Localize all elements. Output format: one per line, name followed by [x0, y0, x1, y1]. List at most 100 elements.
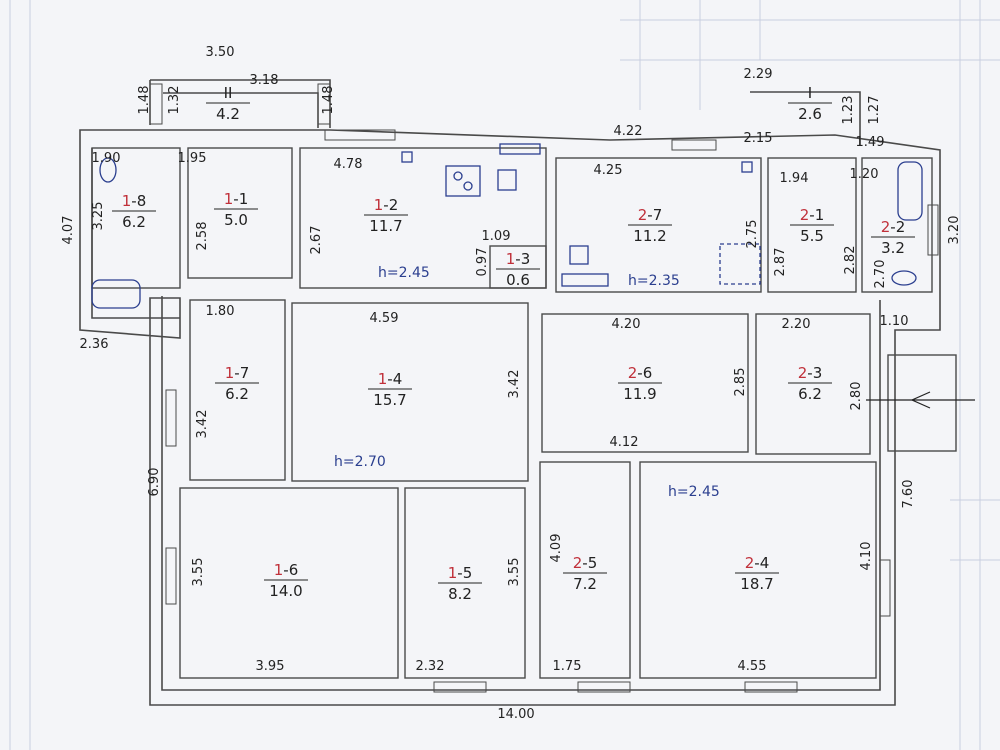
window: [577, 681, 631, 693]
dimension-label: 1.94: [780, 171, 809, 186]
dimension-label: 3.50: [206, 45, 235, 60]
dimension-label: 2.82: [843, 246, 858, 275]
sink-icon: [741, 161, 753, 173]
dimension-label: 7.60: [901, 480, 916, 509]
dimension-label: 4.25: [594, 163, 623, 178]
window: [879, 559, 891, 617]
room-area-1-3: 0.6: [506, 271, 530, 289]
toilet-icon: [891, 270, 917, 286]
dimension-label: 2.32: [416, 659, 445, 674]
room-number-1-3: 1-3: [506, 250, 531, 268]
dimension-label: 1.27: [867, 96, 882, 125]
room-number-1-5: 1-5: [448, 564, 473, 582]
room-number-1-4: 1-4: [378, 370, 403, 388]
dimension-label: 2.80: [849, 382, 864, 411]
dimension-label: 4.20: [612, 317, 641, 332]
dimension-label: 2.15: [744, 131, 773, 146]
window: [927, 204, 939, 256]
room-area-1-8: 6.2: [122, 213, 146, 231]
room-area-II: 4.2: [216, 105, 240, 123]
dimension-label: 1.32: [167, 86, 182, 115]
dimension-label: 3.25: [91, 202, 106, 231]
room-number-1-7: 1-7: [225, 364, 250, 382]
dimension-label: 1.90: [92, 151, 121, 166]
room-number-2-1: 2-1: [800, 206, 825, 224]
window: [671, 139, 717, 151]
dimension-label: 1.80: [206, 304, 235, 319]
bathtub-icon: [897, 161, 923, 221]
dimension-label: 3.42: [195, 410, 210, 439]
fixtures: [91, 143, 923, 309]
dimension-label: 4.09: [549, 534, 564, 563]
dimension-label: 1.23: [841, 96, 856, 125]
room-area-2-4: 18.7: [740, 575, 773, 593]
dimension-label: 1.49: [856, 135, 885, 150]
room-area-1-6: 14.0: [269, 582, 302, 600]
dimension-label: 2.67: [309, 226, 324, 255]
dimension-label: 4.22: [614, 124, 643, 139]
dimension-label: 1.20: [850, 167, 879, 182]
dimension-label: 2.70: [873, 260, 888, 289]
window: [165, 389, 177, 447]
dimension-label: 3.18: [250, 73, 279, 88]
interior-walls: [91, 147, 957, 679]
ceiling-height-label: h=2.70: [334, 454, 386, 470]
dimension-label: 3.42: [507, 370, 522, 399]
room-number-1-2: 1-2: [374, 196, 399, 214]
room-area-2-3: 6.2: [798, 385, 822, 403]
dimension-label: 3.55: [507, 558, 522, 587]
dimension-label: 4.12: [610, 435, 639, 450]
room-area-I: 2.6: [798, 105, 822, 123]
room-number-2-4: 2-4: [745, 554, 770, 572]
dimension-label: 3.95: [256, 659, 285, 674]
dimension-label: 4.78: [334, 157, 363, 172]
window: [317, 83, 331, 125]
dimension-label: 1.48: [137, 86, 152, 115]
room-area-1-4: 15.7: [373, 391, 406, 409]
room-area-1-2: 11.7: [369, 217, 402, 235]
dimension-label: 4.55: [738, 659, 767, 674]
dimension-label: 0.97: [475, 248, 490, 277]
dimension-label: 4.10: [859, 542, 874, 571]
window: [744, 681, 798, 693]
window: [433, 681, 487, 693]
room-area-2-7: 11.2: [633, 227, 666, 245]
room-area-1-7: 6.2: [225, 385, 249, 403]
room-area-2-1: 5.5: [800, 227, 824, 245]
room-number-1-1: 1-1: [224, 190, 249, 208]
room-number-2-5: 2-5: [573, 554, 598, 572]
dimension-label: 1.95: [178, 151, 207, 166]
dimension-label: 3.55: [191, 558, 206, 587]
room-number-II: II: [224, 84, 233, 102]
radiator-icon: [499, 143, 541, 155]
dimension-label: 1.09: [482, 229, 511, 244]
room-number-I: I: [808, 84, 812, 102]
window: [324, 129, 396, 141]
room-labels: II4.2I2.61-86.21-15.01-211.71-30.62-711.…: [112, 84, 915, 603]
window: [149, 83, 163, 125]
sink-icon: [401, 151, 413, 163]
dimension-label: 1.48: [321, 86, 336, 115]
room-area-2-5: 7.2: [573, 575, 597, 593]
grid-lines: [9, 0, 1000, 750]
dimension-label: 14.00: [497, 707, 534, 722]
radiator-icon: [561, 273, 609, 287]
dimension-label: 4.59: [370, 311, 399, 326]
dimension-label: 2.36: [80, 337, 109, 352]
dimension-label: 1.10: [880, 314, 909, 329]
dimension-label: 1.75: [553, 659, 582, 674]
room-number-2-7: 2-7: [638, 206, 663, 224]
dimension-label: 6.90: [147, 468, 162, 497]
dimension-label: 2.87: [773, 248, 788, 277]
room-number-2-2: 2-2: [881, 218, 906, 236]
dimension-label: 4.07: [61, 216, 76, 245]
dimension-label: 2.29: [744, 67, 773, 82]
boiler-icon: [569, 245, 589, 265]
stove-icon: [445, 165, 481, 197]
bathtub-icon: [91, 279, 141, 309]
room-number-1-8: 1-8: [122, 192, 147, 210]
